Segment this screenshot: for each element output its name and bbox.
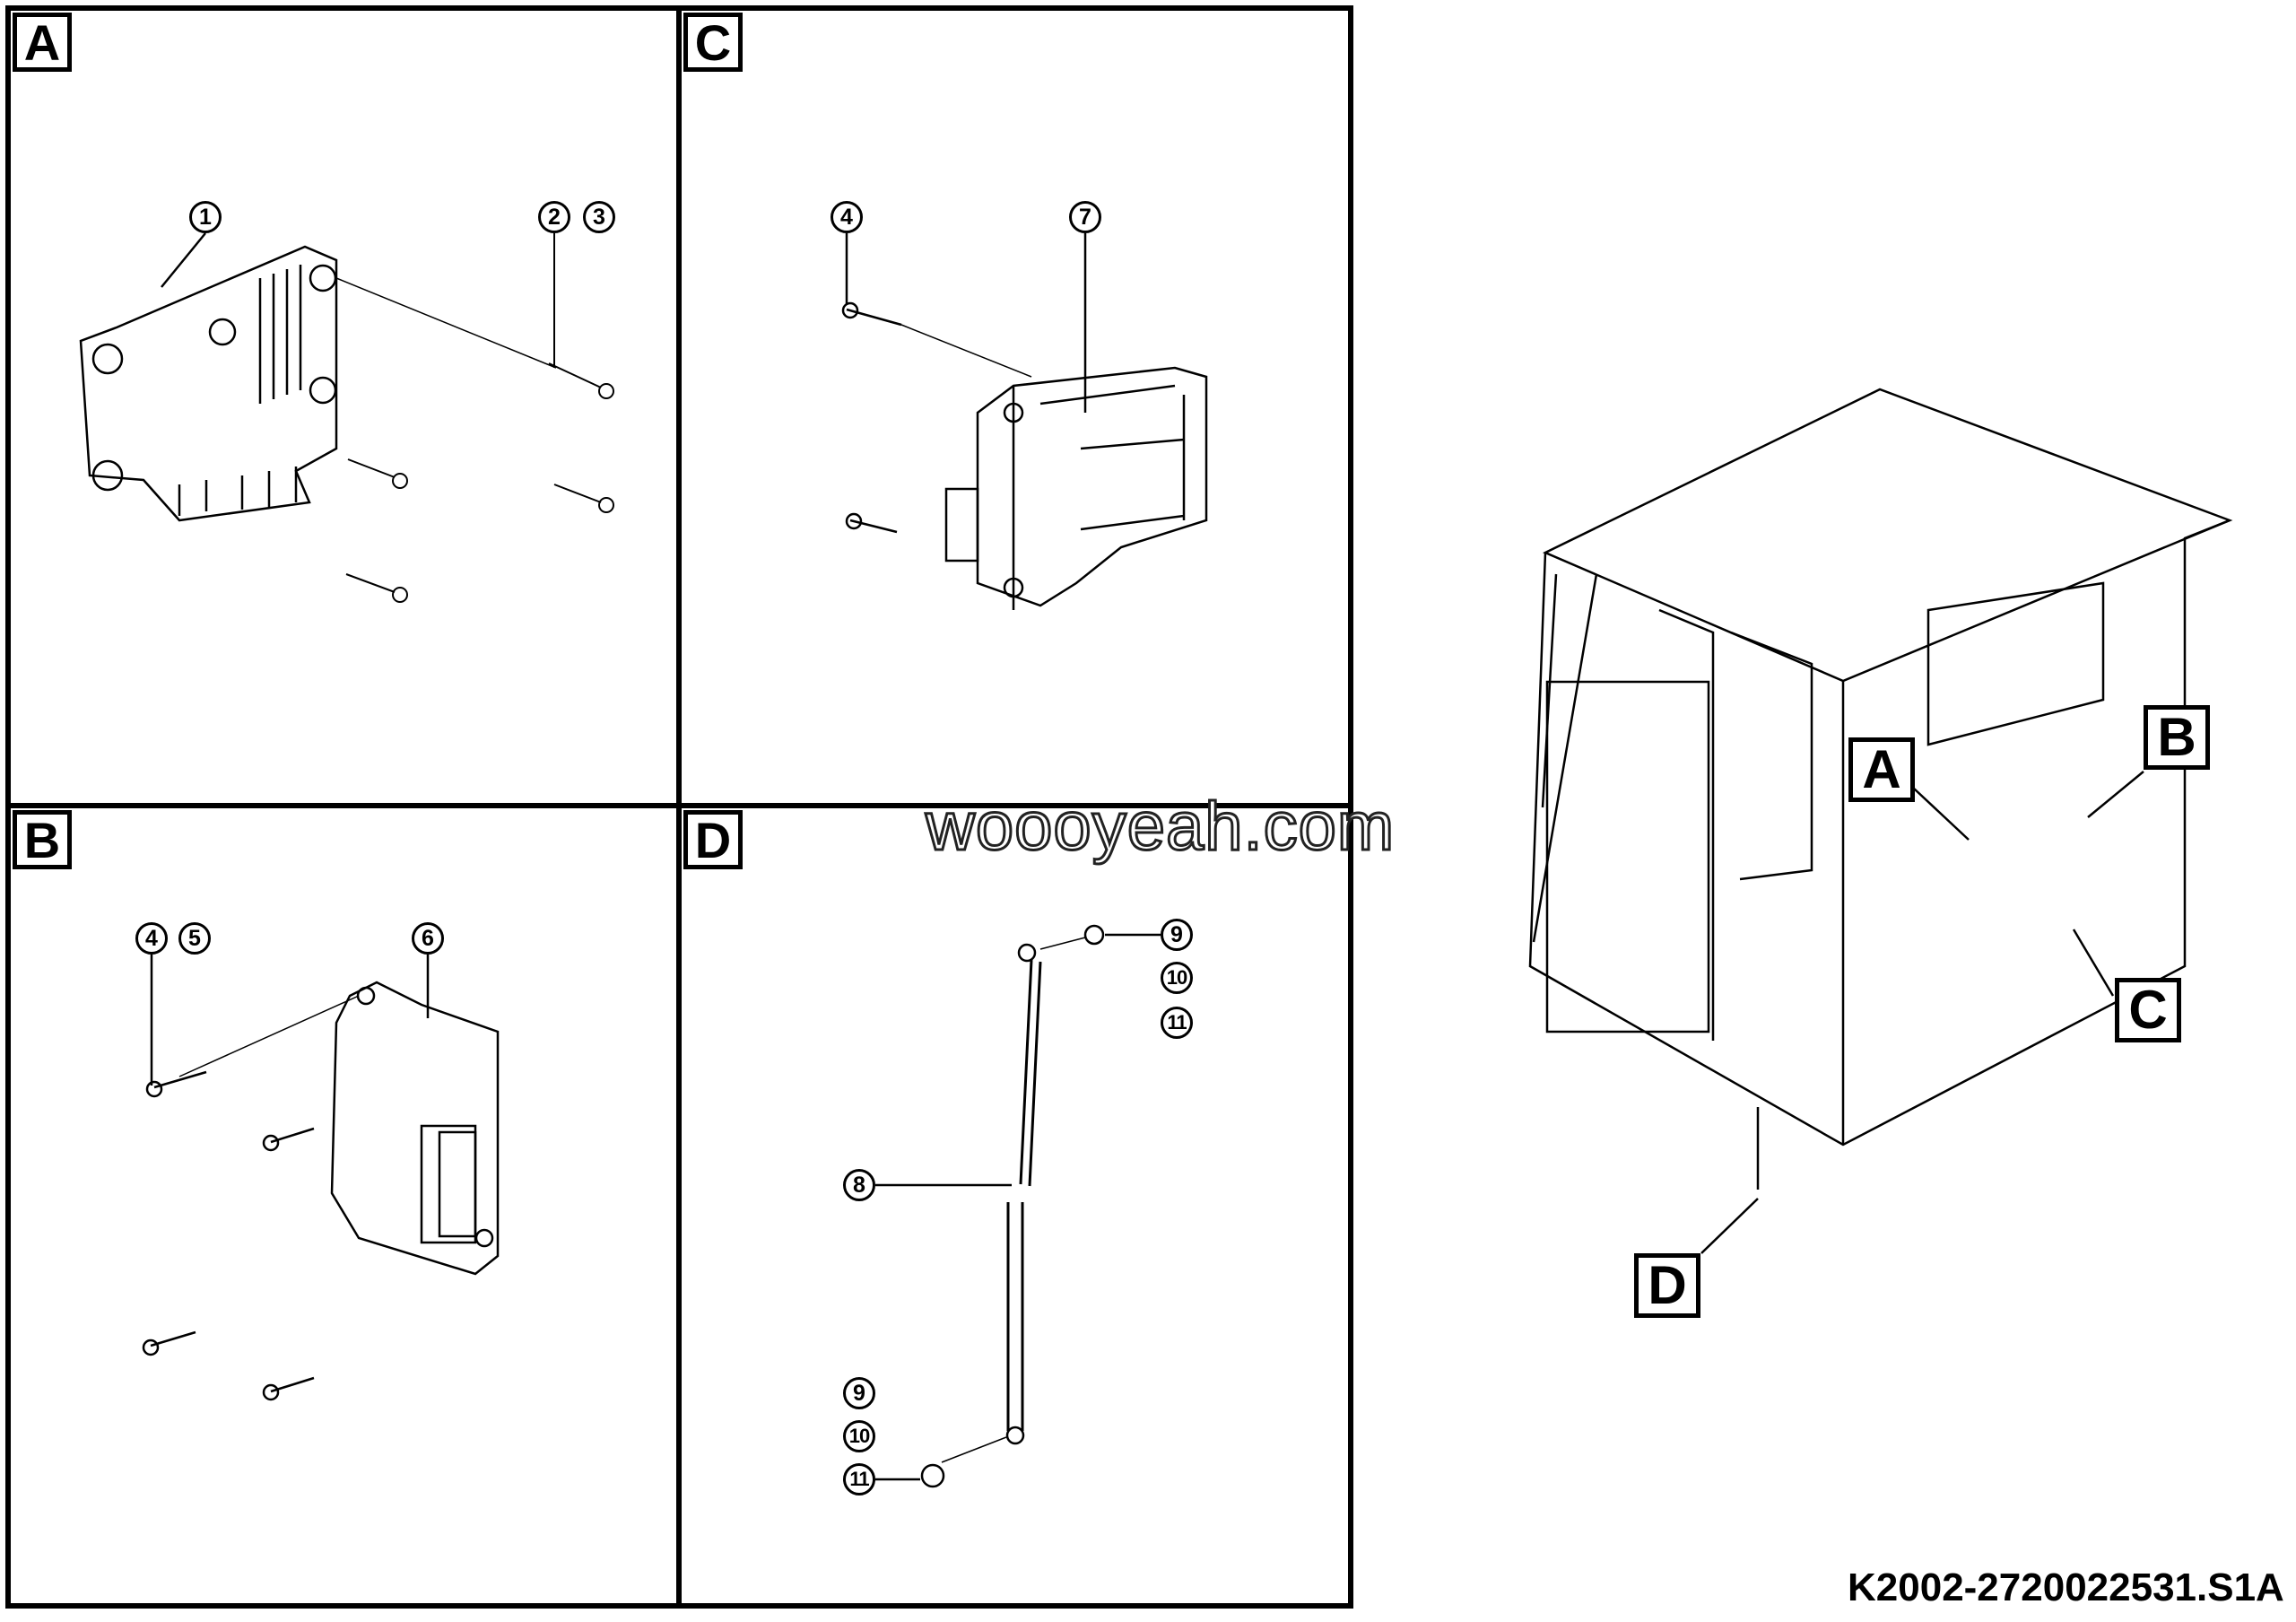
watermark: woooyeah.com xyxy=(924,788,1396,867)
panel-label-c: C xyxy=(683,13,743,72)
callout-2: 2 xyxy=(538,201,570,233)
callout-3: 3 xyxy=(583,201,615,233)
document-id: K2002-2720022531.S1A xyxy=(1848,1565,2284,1609)
callout-7: 7 xyxy=(1069,201,1101,233)
callout-9: 9 xyxy=(843,1377,875,1409)
callout-9: 9 xyxy=(1161,919,1193,951)
callout-5: 5 xyxy=(178,922,211,955)
bolts-a xyxy=(345,233,614,603)
cab-label-a: A xyxy=(1848,737,1915,802)
ground-strap-d xyxy=(875,924,1161,1488)
callout-10: 10 xyxy=(1161,962,1193,994)
callout-1: 1 xyxy=(189,201,222,233)
callout-4: 4 xyxy=(831,201,863,233)
cab-label-c: C xyxy=(2115,978,2181,1042)
callout-6: 6 xyxy=(412,922,444,955)
panel-label-b: B xyxy=(13,810,72,869)
module-c xyxy=(841,233,1208,610)
module-b xyxy=(142,955,500,1401)
callout-11: 11 xyxy=(1161,1007,1193,1039)
control-unit-a xyxy=(79,232,557,522)
cab-label-b: B xyxy=(2144,705,2210,770)
panel-label-a: A xyxy=(13,13,72,72)
callout-10: 10 xyxy=(843,1420,875,1452)
cab-drawing xyxy=(1528,388,2233,1254)
callout-8: 8 xyxy=(843,1169,875,1201)
cab-label-d: D xyxy=(1634,1253,1700,1318)
callout-11: 11 xyxy=(843,1463,875,1496)
callout-4: 4 xyxy=(135,922,168,955)
panel-label-d: D xyxy=(683,810,743,869)
